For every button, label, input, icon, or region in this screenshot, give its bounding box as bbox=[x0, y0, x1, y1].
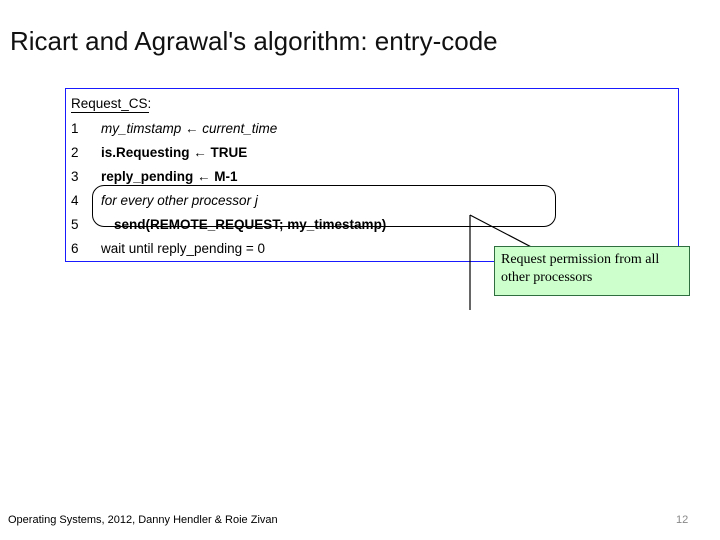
code-block: Request_CS: 1 my_timstamp ← current_time… bbox=[65, 88, 679, 262]
code-line-number: 4 bbox=[71, 193, 79, 208]
code-line-text: wait until reply_pending = 0 bbox=[101, 241, 265, 256]
code-header-underline bbox=[71, 112, 149, 113]
slide-footer: Operating Systems, 2012, Danny Hendler &… bbox=[8, 514, 278, 526]
page-title: Ricart and Agrawal's algorithm: entry-co… bbox=[10, 26, 498, 56]
code-line-text: my_timstamp ← current_time bbox=[101, 121, 278, 136]
code-line-text: is.Requesting ← TRUE bbox=[101, 145, 248, 160]
code-line-text: for every other processor j bbox=[101, 193, 258, 208]
code-line-text: reply_pending ← M-1 bbox=[101, 169, 238, 184]
callout-note: Request permission from all other proces… bbox=[494, 246, 690, 296]
code-line-number: 3 bbox=[71, 169, 79, 184]
code-line-number: 5 bbox=[71, 217, 79, 232]
code-line-number: 6 bbox=[71, 241, 79, 256]
page-number: 12 bbox=[676, 514, 689, 526]
code-line-number: 2 bbox=[71, 145, 79, 160]
code-header: Request_CS: bbox=[71, 96, 152, 111]
code-line-text: send(REMOTE_REQUEST; my_timestamp) bbox=[114, 217, 387, 232]
code-line-number: 1 bbox=[71, 121, 79, 136]
